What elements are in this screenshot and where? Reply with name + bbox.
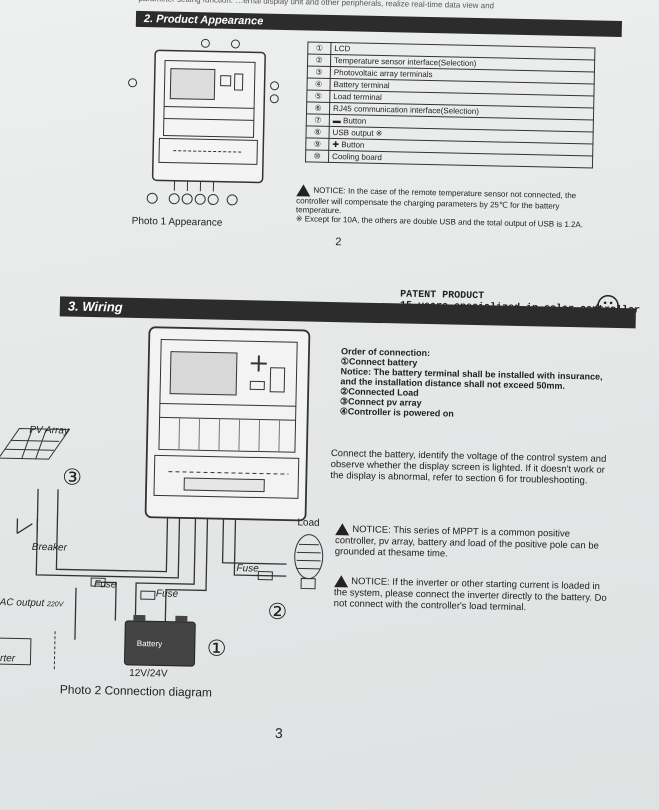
part-number: ① (307, 41, 331, 55)
plus-button-icon (250, 355, 267, 372)
part-number: ③ (307, 65, 331, 79)
ac-output-text: AC output (0, 597, 45, 610)
callout-3: ③ (62, 464, 83, 490)
controller-appearance-drawing (128, 38, 280, 206)
fuse2-icon (140, 590, 156, 600)
connect-battery-paragraph: Connect the battery, identify the voltag… (330, 448, 607, 487)
mppt-notice-text: NOTICE: This series of MPPT is a common … (334, 524, 599, 560)
warning-icon (296, 184, 311, 197)
fuse2-label: Fuse (155, 588, 179, 600)
ac-output-label: AC output 220V (0, 597, 63, 609)
battery-voltage-label: 12V/24V (129, 667, 168, 680)
appearance-notice: NOTICE: In the case of the remote temper… (296, 184, 597, 229)
minus-button-icon (249, 380, 265, 391)
warning-icon (335, 523, 350, 536)
section2-title: 2. Product Appearance (135, 10, 623, 38)
connection-diagram (0, 326, 324, 670)
callout-1: ① (206, 635, 227, 661)
pv-panel-icon (0, 427, 71, 460)
inverter-icon (0, 637, 32, 666)
fuse3-icon (257, 571, 273, 581)
callout-2: ② (267, 598, 288, 625)
inverter-notice-text: NOTICE: If the inverter or other startin… (333, 576, 607, 614)
photo2-caption: Photo 2 Connection diagram (59, 682, 213, 700)
photo1-caption: Photo 1 Appearance (131, 215, 223, 229)
part-number: ⑧ (305, 125, 330, 139)
ac-voltage-text: 220V (46, 601, 64, 609)
battery-label: Battery (136, 639, 163, 649)
breaker-label: Breaker (31, 541, 67, 554)
page-number-3: 3 (274, 724, 283, 742)
controller-lcd (169, 351, 238, 396)
load-label: Load (297, 517, 320, 529)
inverter-label: erter (0, 653, 16, 665)
part-number: ⑨ (305, 137, 329, 151)
page-number-2: 2 (335, 236, 342, 249)
mppt-notice: NOTICE: This series of MPPT is a common … (335, 523, 611, 563)
inverter-notice: NOTICE: If the inverter or other startin… (334, 575, 615, 615)
battery-icon (123, 620, 196, 667)
usb-footnote: ※ Except for 10A, the others are double … (295, 214, 584, 230)
part-number: ② (307, 53, 331, 67)
fuse1-label: Fuse (93, 579, 117, 591)
part-number: ⑩ (305, 149, 329, 163)
top-cut-text: parameter setting function. …ernal displ… (138, 0, 495, 11)
appearance-notice-text: NOTICE: In the case of the remote temper… (295, 185, 577, 216)
warning-icon (334, 575, 349, 588)
fuse3-label: Fuse (236, 563, 259, 575)
part-number: ④ (306, 77, 331, 91)
breaker-icon (16, 518, 39, 535)
fuse1-icon (90, 577, 106, 587)
part-number: ⑦ (306, 113, 330, 127)
load-bulb-icon (294, 534, 324, 590)
usb-port-icon (269, 367, 286, 393)
part-number: ⑤ (306, 89, 330, 103)
part-number: ⑥ (306, 101, 330, 115)
pv-array-label: PV Array (29, 424, 70, 437)
